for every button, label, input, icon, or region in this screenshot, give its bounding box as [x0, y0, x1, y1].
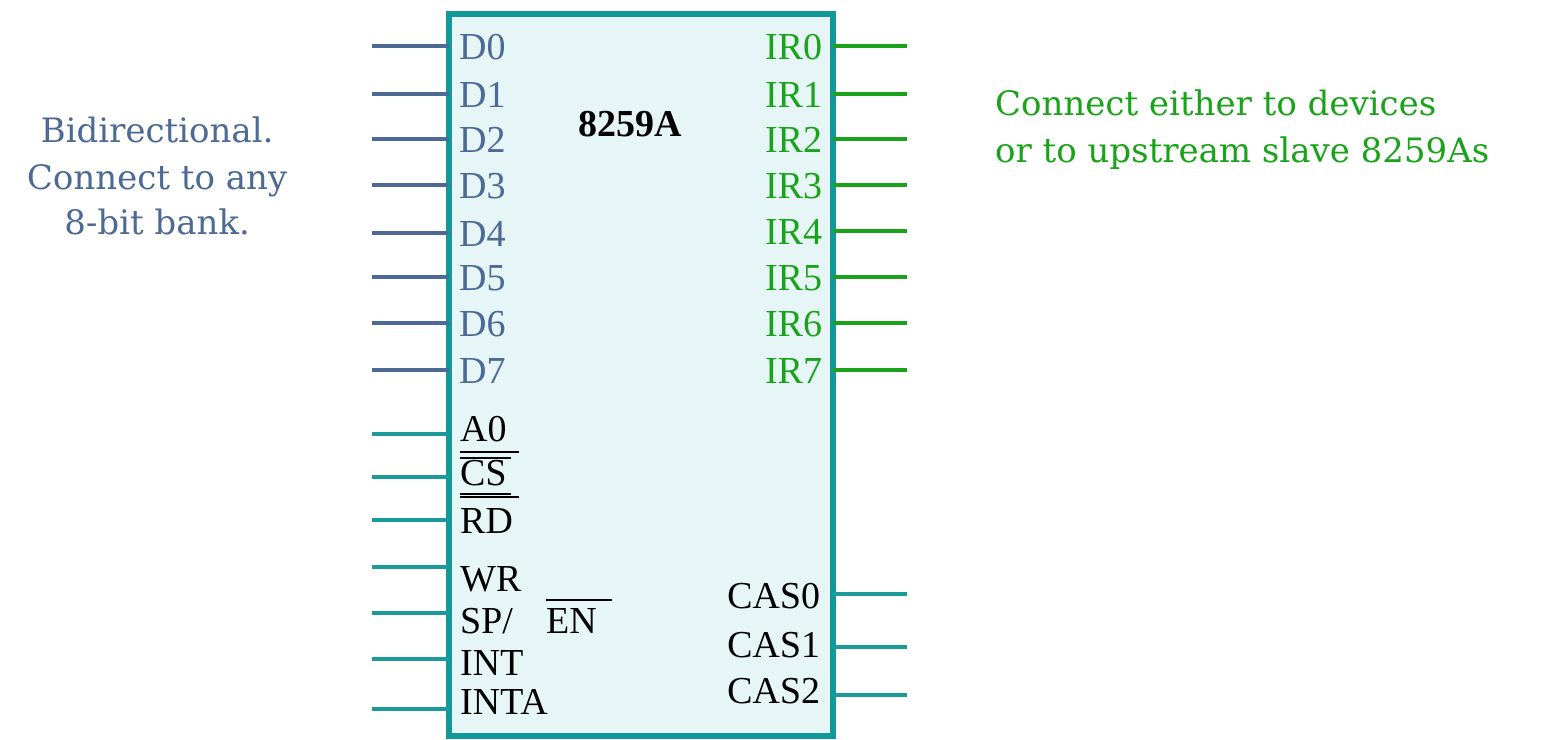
pin-label-d3: D3 [459, 165, 505, 207]
pin-label-d1: D1 [459, 74, 505, 116]
pin-label-d4: D4 [459, 213, 505, 255]
chip-body [446, 11, 836, 739]
note-left-line-2: Connect to any [27, 158, 288, 198]
pin-label-d2: D2 [459, 119, 505, 161]
note-left-line-3: 8-bit bank. [64, 203, 250, 243]
note-data-bus: Bidirectional. Connect to any 8-bit bank… [27, 111, 288, 243]
active-low-bars [460, 451, 612, 601]
note-left-line-1: Bidirectional. [41, 111, 274, 151]
note-right-line-2: or to upstream slave 8259As [995, 131, 1489, 171]
pin-label-en: EN [546, 600, 597, 642]
pin-label-ir4: IR4 [765, 211, 822, 253]
pin-label-ir7: IR7 [765, 350, 822, 392]
control-pin-lines [372, 432, 449, 711]
pin-label-sp: SP/ [460, 600, 513, 642]
pin-label-ir5: IR5 [765, 257, 822, 299]
ir-pin-labels: IR0 IR1 IR2 IR3 IR4 IR5 IR6 IR7 [765, 26, 822, 392]
data-pin-lines [372, 44, 449, 372]
pin-label-ir6: IR6 [765, 303, 822, 345]
note-right-line-1: Connect either to devices [995, 84, 1436, 124]
pin-label-rd: RD [460, 500, 513, 542]
pin-label-d0: D0 [459, 26, 505, 68]
cascade-pin-labels: CAS0 CAS1 CAS2 [727, 575, 820, 712]
ir-pin-lines [833, 44, 907, 372]
pin-label-d6: D6 [459, 303, 505, 345]
control-pin-labels: A0 CS RD WR SP/ EN INT INTA [460, 408, 597, 723]
pin-label-ir3: IR3 [765, 165, 822, 207]
pin-label-d7: D7 [459, 350, 505, 392]
pin-label-cas0: CAS0 [727, 575, 820, 617]
pin-label-cas1: CAS1 [727, 624, 820, 666]
pin-label-cas2: CAS2 [727, 670, 820, 712]
pin-label-wr: WR [460, 558, 522, 600]
pin-label-inta: INTA [460, 681, 548, 723]
pin-label-ir2: IR2 [765, 119, 822, 161]
pin-label-ir1: IR1 [765, 74, 822, 116]
pin-label-ir0: IR0 [765, 26, 822, 68]
pin-label-d5: D5 [459, 257, 505, 299]
pin-label-a0: A0 [460, 408, 506, 450]
chip-title: 8259A [578, 103, 682, 145]
pin-label-int: INT [460, 642, 523, 684]
note-ir-inputs: Connect either to devices or to upstream… [995, 84, 1489, 171]
cascade-pin-lines [833, 592, 907, 697]
data-pin-labels: D0 D1 D2 D3 D4 D5 D6 D7 [459, 26, 505, 392]
